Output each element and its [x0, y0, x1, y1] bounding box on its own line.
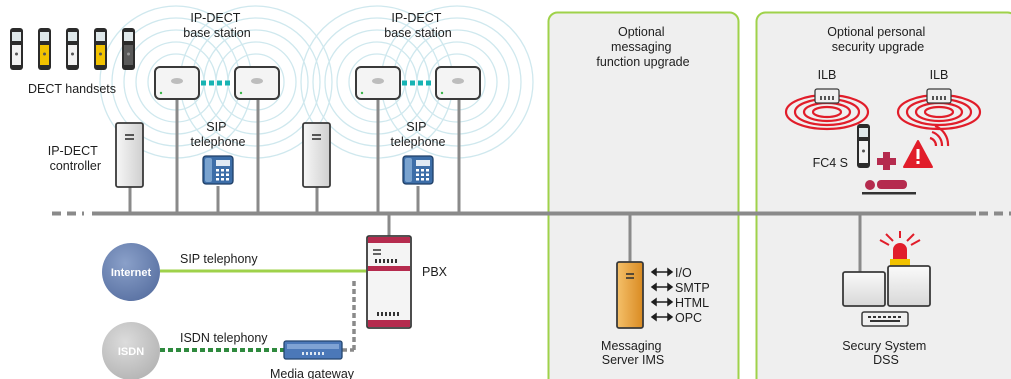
fc4s-handset-icon	[857, 124, 870, 168]
controller-label: IP-DECT controller	[48, 144, 101, 173]
protocol-opc: OPC	[675, 311, 702, 325]
media-gateway-label: Media gateway	[270, 367, 355, 379]
protocol-html: HTML	[675, 296, 709, 310]
base-station-icon	[234, 66, 280, 100]
keyboard-icon	[861, 311, 909, 327]
dect-handsets-label: DECT handsets	[28, 82, 116, 96]
media-gateway-icon	[283, 340, 343, 360]
backbone-drops	[128, 98, 862, 272]
monitor-icon	[887, 265, 931, 307]
medical-cross-icon	[877, 152, 896, 170]
ilb-right-label: ILB	[930, 68, 949, 82]
base-station-2-label: IP-DECT base station	[384, 11, 451, 40]
protocol-io: I/O	[675, 266, 692, 280]
ilb-beacon-left	[784, 88, 870, 131]
security-panel-title: Optional personal security upgrade	[827, 25, 928, 54]
messaging-server-label: Messaging Server IMS	[601, 339, 665, 367]
base-station-icon	[355, 66, 401, 100]
protocol-arrows	[650, 267, 674, 322]
sip-telephone-2-label: SIP telephone	[391, 120, 446, 149]
monitor-icon	[842, 271, 886, 307]
messaging-upgrade-panel	[547, 11, 740, 379]
isdn-telephony-label: ISDN telephony	[180, 331, 268, 345]
dect-handset-icon	[122, 28, 135, 70]
isdn-label: ISDN	[118, 346, 144, 358]
internet-label: Internet	[111, 267, 152, 279]
sip-telephone-1-label: SIP telephone	[191, 120, 246, 149]
base-station-pair-2	[355, 66, 481, 100]
dect-handset-icon	[38, 28, 51, 70]
messaging-server-icon	[616, 261, 644, 329]
person-down-icon	[862, 180, 916, 195]
dect-handsets-group	[10, 28, 135, 70]
protocol-smtp: SMTP	[675, 281, 710, 295]
ip-dect-controller-icon	[115, 122, 144, 188]
ilb-beacon-icon	[814, 88, 840, 104]
dect-handset-icon	[66, 28, 79, 70]
sip-telephony-label: SIP telephony	[180, 252, 258, 266]
ip-dect-controller-icon	[302, 122, 331, 188]
security-system-label: Secury System DSS	[842, 339, 930, 367]
internet-cloud-icon	[102, 243, 160, 301]
pbx-label: PBX	[422, 265, 448, 279]
messaging-panel-title: Optional messaging function upgrade	[596, 25, 689, 69]
base-station-1-label: IP-DECT base station	[183, 11, 250, 40]
dect-handset-icon	[94, 28, 107, 70]
warning-triangle-icon	[903, 124, 950, 168]
isdn-cloud-icon	[102, 322, 160, 379]
sip-telephone-icon	[402, 155, 434, 185]
base-station-icon	[435, 66, 481, 100]
base-station-icon	[154, 66, 200, 100]
base-station-pair-1	[154, 66, 280, 100]
dect-handset-icon	[10, 28, 23, 70]
pbx-server-icon	[366, 235, 412, 329]
sip-telephone-icon	[202, 155, 234, 185]
ilb-beacon-icon	[926, 88, 952, 104]
alarm-light-icon	[879, 231, 921, 266]
ilb-left-label: ILB	[818, 68, 837, 82]
fc4s-label: FC4 S	[813, 156, 848, 170]
